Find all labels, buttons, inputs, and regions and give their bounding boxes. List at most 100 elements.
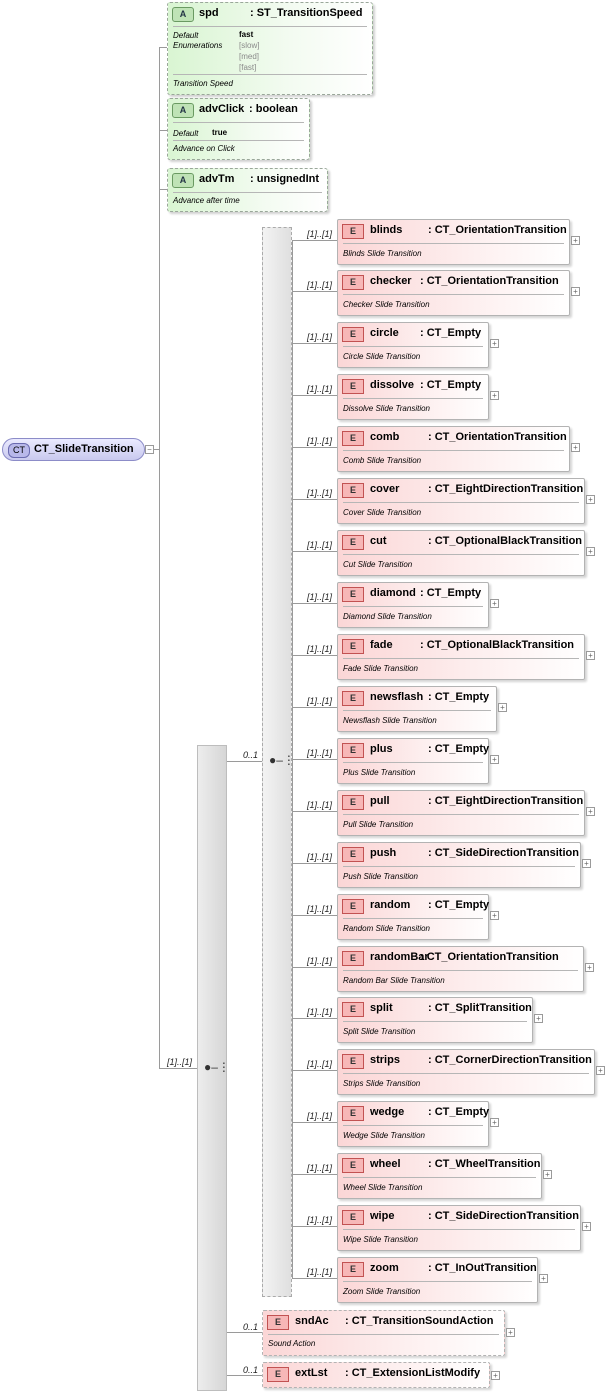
choice-element-connector: [292, 1018, 337, 1019]
complex-type-node[interactable]: CT CT_SlideTransition: [2, 438, 145, 461]
element-type: : CT_ExtensionListModify: [345, 1367, 481, 1379]
collapse-icon[interactable]: −: [145, 445, 154, 454]
expand-icon[interactable]: +: [586, 547, 595, 556]
divider: [343, 606, 483, 607]
attribute-type: : ST_TransitionSpeed: [250, 7, 363, 19]
element-occurrence: [1]..[1]: [307, 384, 333, 394]
element-badge: E: [342, 795, 364, 810]
attribute-advtm[interactable]: A advTm : unsignedInt Advance after time: [167, 168, 328, 212]
element-badge: E: [342, 1210, 364, 1225]
choice-element-connector: [292, 1122, 337, 1123]
expand-icon[interactable]: +: [596, 1066, 605, 1075]
element-sndac[interactable]: E sndAc : CT_TransitionSoundAction Sound…: [262, 1310, 505, 1356]
attr-connector-spd: [159, 47, 167, 48]
element-name: newsflash: [370, 691, 424, 703]
element-description: Random Bar Slide Transition: [343, 976, 445, 985]
element-name: diamond: [370, 587, 416, 599]
element-badge: E: [342, 1054, 364, 1069]
expand-icon[interactable]: +: [571, 443, 580, 452]
divider: [343, 450, 564, 451]
element-occurrence: [1]..[1]: [307, 592, 333, 602]
expand-icon[interactable]: +: [571, 287, 580, 296]
divider: [343, 502, 579, 503]
element-name: cut: [370, 535, 387, 547]
expand-icon[interactable]: +: [491, 1371, 500, 1380]
expand-icon[interactable]: +: [490, 755, 499, 764]
element-name: strips: [370, 1054, 400, 1066]
choice-icon: ●–⋮: [269, 753, 295, 767]
element-type: : CT_Empty: [428, 691, 490, 703]
element-occurrence: [1]..[1]: [307, 696, 333, 706]
element-description: Strips Slide Transition: [343, 1079, 421, 1088]
sequence-icon: ●–⋮: [204, 1060, 230, 1074]
divider: [343, 1073, 589, 1074]
sequence-compositor[interactable]: [197, 745, 227, 1391]
choice-element-connector: [292, 655, 337, 656]
expand-icon[interactable]: +: [586, 651, 595, 660]
complex-type-badge: CT: [8, 443, 30, 458]
expand-icon[interactable]: +: [534, 1014, 543, 1023]
expand-icon[interactable]: +: [490, 1118, 499, 1127]
extlst-connector: [227, 1375, 262, 1376]
element-type: : CT_TransitionSoundAction: [345, 1315, 494, 1327]
choice-occurrence: 0..1: [243, 750, 259, 760]
element-extlst[interactable]: E extLst : CT_ExtensionListModify: [262, 1362, 490, 1388]
expand-icon[interactable]: +: [490, 339, 499, 348]
choice-element-connector: [292, 1070, 337, 1071]
element-type: : CT_OrientationTransition: [420, 951, 559, 963]
expand-icon[interactable]: +: [586, 807, 595, 816]
root-connector: [151, 449, 159, 450]
element-occurrence: [1]..[1]: [307, 852, 333, 862]
element-badge: E: [342, 899, 364, 914]
element-type: : CT_Empty: [420, 587, 482, 599]
default-value: true: [212, 128, 228, 137]
divider: [343, 1021, 527, 1022]
expand-icon[interactable]: +: [490, 599, 499, 608]
element-badge: E: [342, 691, 364, 706]
element-name: wipe: [370, 1210, 395, 1222]
expand-icon[interactable]: +: [539, 1274, 548, 1283]
expand-icon[interactable]: +: [543, 1170, 552, 1179]
expand-icon[interactable]: +: [582, 1222, 591, 1231]
expand-icon[interactable]: +: [585, 963, 594, 972]
element-name: wedge: [370, 1106, 405, 1118]
element-badge: E: [267, 1315, 289, 1330]
enumerations-label: Enumerations: [173, 41, 223, 50]
attribute-advclick[interactable]: A advClick : boolean Default true Advanc…: [167, 98, 310, 160]
expand-icon[interactable]: +: [586, 495, 595, 504]
expand-icon[interactable]: +: [498, 703, 507, 712]
expand-icon[interactable]: +: [506, 1328, 515, 1337]
expand-icon[interactable]: +: [582, 859, 591, 868]
element-type: : CT_OrientationTransition: [428, 431, 567, 443]
default-value: fast: [239, 30, 254, 39]
choice-compositor[interactable]: [262, 227, 292, 1297]
expand-icon[interactable]: +: [490, 911, 499, 920]
choice-element-connector: [292, 863, 337, 864]
expand-icon[interactable]: +: [571, 236, 580, 245]
element-description: Wipe Slide Transition: [343, 1235, 418, 1244]
expand-icon[interactable]: +: [490, 391, 499, 400]
divider: [343, 1229, 575, 1230]
attribute-spd[interactable]: A spd : ST_TransitionSpeed Default fast …: [167, 2, 373, 95]
